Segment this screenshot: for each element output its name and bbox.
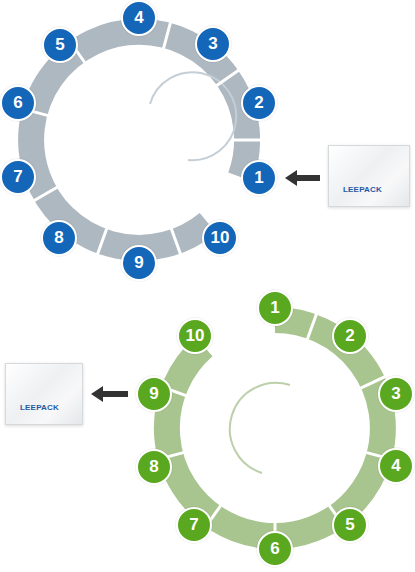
arrow-shaft bbox=[297, 175, 320, 181]
band-gap bbox=[97, 228, 107, 254]
step-number: 9 bbox=[134, 253, 143, 273]
band-gap bbox=[171, 228, 181, 254]
pouch-image: LEEPACK bbox=[328, 145, 410, 207]
step-circle: 4 bbox=[121, 0, 157, 36]
step-circle: 10 bbox=[177, 318, 213, 354]
step-number: 2 bbox=[254, 93, 263, 113]
step-number: 3 bbox=[391, 384, 400, 404]
step-circle: 7 bbox=[176, 507, 212, 543]
flow-arrow bbox=[285, 170, 320, 186]
step-number: 4 bbox=[134, 8, 143, 28]
brand-label: LEEPACK bbox=[343, 185, 382, 194]
step-number: 1 bbox=[270, 298, 279, 318]
step-circle: 9 bbox=[121, 245, 157, 281]
step-circle: 5 bbox=[332, 507, 368, 543]
step-circle: 7 bbox=[0, 159, 36, 195]
step-circle: 3 bbox=[378, 376, 414, 412]
band-gap bbox=[307, 313, 317, 339]
band-gap bbox=[216, 70, 239, 86]
step-number: 2 bbox=[345, 326, 354, 346]
arrow-shaft bbox=[103, 391, 128, 397]
step-circle: 3 bbox=[195, 26, 231, 62]
step-number: 4 bbox=[391, 456, 400, 476]
step-number: 1 bbox=[254, 168, 263, 188]
step-number: 7 bbox=[189, 515, 198, 535]
step-circle: 1 bbox=[241, 160, 277, 196]
pouch-image: LEEPACK bbox=[5, 363, 83, 425]
step-circle: 8 bbox=[136, 449, 172, 485]
step-number: 6 bbox=[270, 539, 279, 559]
step-number: 5 bbox=[345, 515, 354, 535]
step-number: 9 bbox=[149, 384, 158, 404]
spiral-band bbox=[31, 32, 247, 248]
step-number: 8 bbox=[54, 228, 63, 248]
flow-arrow bbox=[91, 386, 128, 402]
brand-label: LEEPACK bbox=[20, 403, 59, 412]
step-circle: 8 bbox=[41, 220, 77, 256]
inner-spiral bbox=[230, 383, 290, 473]
step-circle: 6 bbox=[0, 85, 36, 121]
step-circle: 2 bbox=[332, 318, 368, 354]
band-gap bbox=[233, 139, 261, 142]
step-circle: 2 bbox=[241, 85, 277, 121]
step-circle: 10 bbox=[202, 220, 238, 256]
step-number: 6 bbox=[13, 93, 22, 113]
step-circle: 5 bbox=[42, 27, 78, 63]
step-number: 7 bbox=[13, 167, 22, 187]
step-circle: 9 bbox=[136, 376, 172, 412]
step-number: 3 bbox=[208, 34, 217, 54]
step-number: 10 bbox=[186, 326, 205, 346]
step-circle: 1 bbox=[257, 290, 293, 326]
arrow-head bbox=[91, 386, 103, 402]
step-circle: 4 bbox=[378, 448, 414, 484]
inner-spiral bbox=[150, 72, 236, 160]
step-circle: 6 bbox=[257, 531, 293, 567]
arrow-head bbox=[285, 170, 297, 186]
step-number: 10 bbox=[211, 228, 230, 248]
band-gap bbox=[163, 22, 170, 49]
step-number: 5 bbox=[55, 35, 64, 55]
step-number: 8 bbox=[149, 457, 158, 477]
band-gap bbox=[33, 187, 57, 201]
